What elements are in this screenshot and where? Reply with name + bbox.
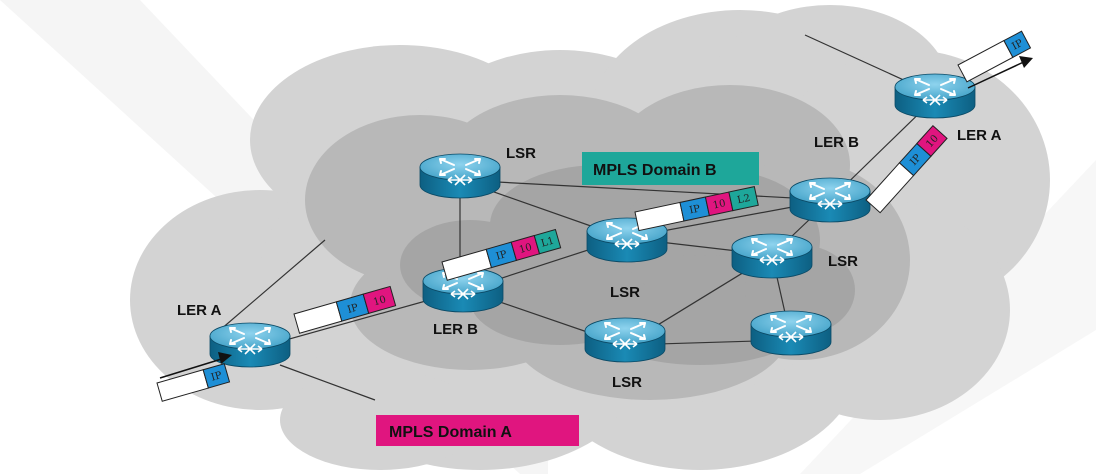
ip-field-label: IP [210, 370, 224, 384]
ip-field-label: IP [346, 302, 360, 316]
ingress-packet: IP [156, 363, 231, 402]
domain-b-label: MPLS Domain B [593, 162, 717, 179]
label-field [916, 124, 948, 157]
egress-arrow [967, 56, 1033, 89]
ingress-arrow [159, 352, 232, 379]
label-field [362, 285, 397, 314]
label-field-text: 10 [372, 294, 387, 308]
l-field-text: L2 [736, 193, 751, 206]
router-ler-b-right [789, 177, 871, 223]
exit-b-packet: IP 10 [865, 124, 948, 214]
router-lsr-bottom-right [750, 310, 832, 356]
router-ler-b-left [422, 267, 504, 313]
router-lsr-bottom [584, 317, 666, 363]
lsr-center-label: LSR [610, 284, 640, 301]
domain-b-tag: MPLS Domain B [582, 152, 759, 185]
ip-field-label: IP [1010, 38, 1025, 53]
domain-a-tag: MPLS Domain A [376, 415, 579, 446]
router-lsr-top [419, 153, 501, 199]
domain-a-packet: IP 10 [293, 285, 397, 334]
ler-a-right-label: LER A [957, 127, 1002, 144]
ler-b-left-label: LER B [433, 321, 478, 338]
ip-field-label: IP [689, 203, 702, 216]
link-ler-a-stub [219, 239, 326, 331]
l-field-text: L1 [540, 236, 556, 250]
ip-field [1003, 30, 1032, 59]
label-field-text: 10 [712, 198, 727, 211]
lsr-bottom-label: LSR [612, 374, 642, 391]
label-field-text: 10 [518, 242, 533, 256]
l-field [728, 186, 759, 212]
router-ler-a-left [209, 322, 291, 368]
link-lsr-top-to-ler-b-right [459, 179, 831, 201]
router-ler-a-right [894, 73, 976, 119]
lsr-top-label: LSR [506, 145, 536, 162]
ler-a-left-label: LER A [177, 302, 222, 319]
inner-cloud [400, 165, 855, 365]
link-ler-a-to-domain-a [279, 364, 376, 401]
domain-b-out-packet: IP 10 L2 [634, 186, 759, 232]
l-field [533, 228, 562, 255]
lsr-right-label: LSR [828, 253, 858, 270]
domain-b-in-packet: IP 10 L1 [441, 228, 562, 281]
egress-packet: IP [957, 30, 1032, 83]
ip-field-label: IP [495, 249, 509, 263]
ler-b-right-label: LER B [814, 134, 859, 151]
ip-field [202, 363, 231, 389]
domain-a-label: MPLS Domain A [389, 424, 512, 441]
router-lsr-right [731, 233, 813, 279]
